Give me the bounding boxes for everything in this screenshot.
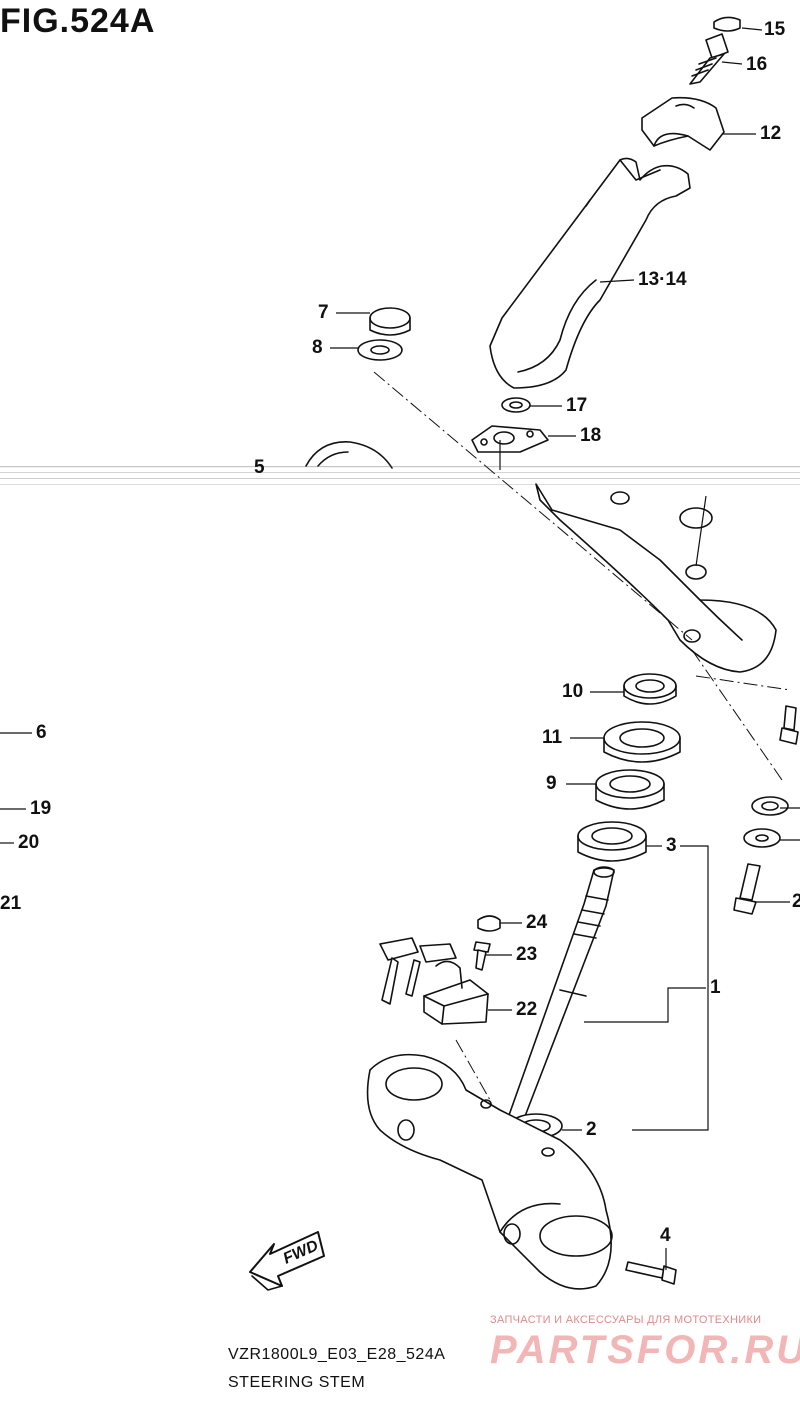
part-5-upper-bracket [305,441,777,673]
callout-2-right: 2 [792,891,800,912]
section-name: STEERING STEM [228,1374,366,1391]
leader-lines [0,27,800,1270]
part-1-steering-stem [507,866,615,1125]
callout-3: 3 [666,835,677,856]
watermark-brand: PARTSFOR.RU [490,1328,800,1372]
callout-2: 2 [586,1119,597,1140]
figure-title: FIG.524A [0,2,156,40]
part-18-plate [471,425,549,453]
part-16-bolt [689,33,729,85]
callout-23: 23 [516,944,538,965]
model-code: VZR1800L9_E03_E28_524A [228,1346,446,1363]
callout-11: 11 [542,727,563,748]
callout-9: 9 [546,773,557,794]
part-10-lock-nut [623,673,677,705]
callout-17: 17 [566,395,588,416]
part-9-bearing [595,769,665,810]
part-lower-bracket [366,1053,613,1290]
callout-13-14: 13·14 [638,269,687,290]
callout-4: 4 [660,1225,671,1246]
part-11-dust-seal [603,721,681,763]
part-4-bolt [625,1261,677,1285]
part-23-screw [473,941,491,971]
part-7-cap-nut [369,307,411,336]
part-3-bearing [577,821,647,862]
part-13-14-handlebar [489,157,691,389]
callout-6: 6 [36,722,47,743]
callout-5: 5 [254,457,265,478]
callout-18: 18 [580,425,602,446]
scan-noise-band [0,466,800,485]
callout-19: 19 [30,798,52,819]
watermark-tagline: ЗАПЧАСТИ И АКСЕССУАРЫ ДЛЯ МОТОТЕХНИКИ [490,1314,762,1326]
assembly-center-lines [373,371,791,1101]
callout-12: 12 [760,123,782,144]
fwd-arrow-icon [249,1231,325,1291]
callout-22: 22 [516,999,538,1020]
callout-20: 20 [18,832,40,853]
callout-1: 1 [710,977,721,998]
part-12-handlebar-holder [641,96,725,151]
callout-10: 10 [562,681,584,702]
callout-24: 24 [526,912,548,933]
callout-15: 15 [764,19,786,40]
part-22-steering-lock [423,960,489,1025]
part-24-cap [477,915,501,932]
part-17-washer [501,397,531,413]
part-8-washer [357,339,403,361]
part-15-cap [713,16,741,32]
callout-21: 21 [0,893,22,914]
part-keys [379,937,457,1005]
callout-8: 8 [312,337,323,358]
callout-16: 16 [746,54,768,75]
right-side-parts [733,705,799,915]
callout-7: 7 [318,302,329,323]
